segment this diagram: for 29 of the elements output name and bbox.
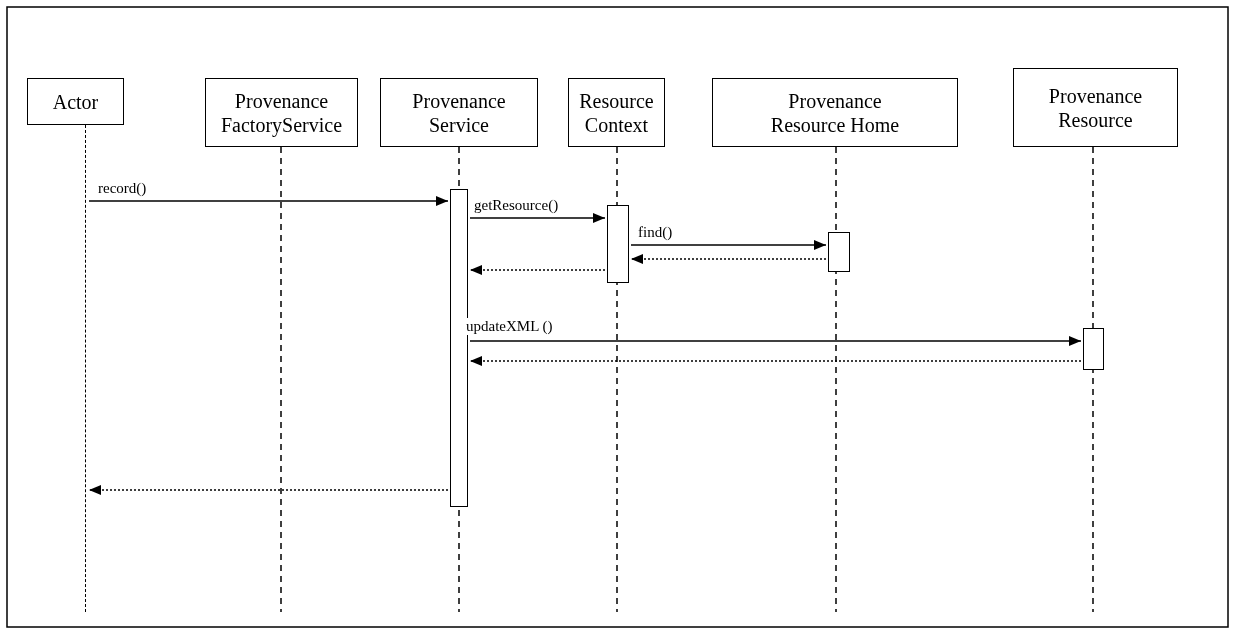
return-arrow <box>630 254 827 264</box>
participant-box <box>205 78 358 147</box>
participant-box <box>27 78 124 125</box>
participant-name: Provenance Resource Home <box>769 88 901 137</box>
message-arrow <box>469 336 1082 346</box>
participant-name: Actor <box>52 89 99 114</box>
activation-bar <box>1083 328 1104 370</box>
participant-name: Provenance Resource <box>1047 83 1144 132</box>
return-arrow <box>88 485 449 495</box>
message-arrow <box>469 213 606 223</box>
participant-box <box>568 78 665 147</box>
edge-label: record() <box>98 180 147 197</box>
return-arrow <box>469 265 606 275</box>
return-arrow <box>469 356 1082 366</box>
participant-box <box>1013 68 1178 147</box>
message-arrow <box>88 196 449 206</box>
activation-bar <box>607 205 629 283</box>
participant-box <box>712 78 958 147</box>
edge-label: getResource() <box>474 197 559 214</box>
participant-box <box>380 78 538 147</box>
activation-bar <box>828 232 850 272</box>
edge-label: find() <box>638 224 673 241</box>
edge-label: updateXML () <box>466 318 553 335</box>
participant-name: Provenance FactoryService <box>219 88 344 137</box>
activation-bar <box>450 189 468 507</box>
lifeline <box>85 125 87 612</box>
participant-name: Provenance Service <box>411 88 507 137</box>
participant-name: Resource Context <box>578 88 655 137</box>
message-arrow <box>630 240 827 250</box>
